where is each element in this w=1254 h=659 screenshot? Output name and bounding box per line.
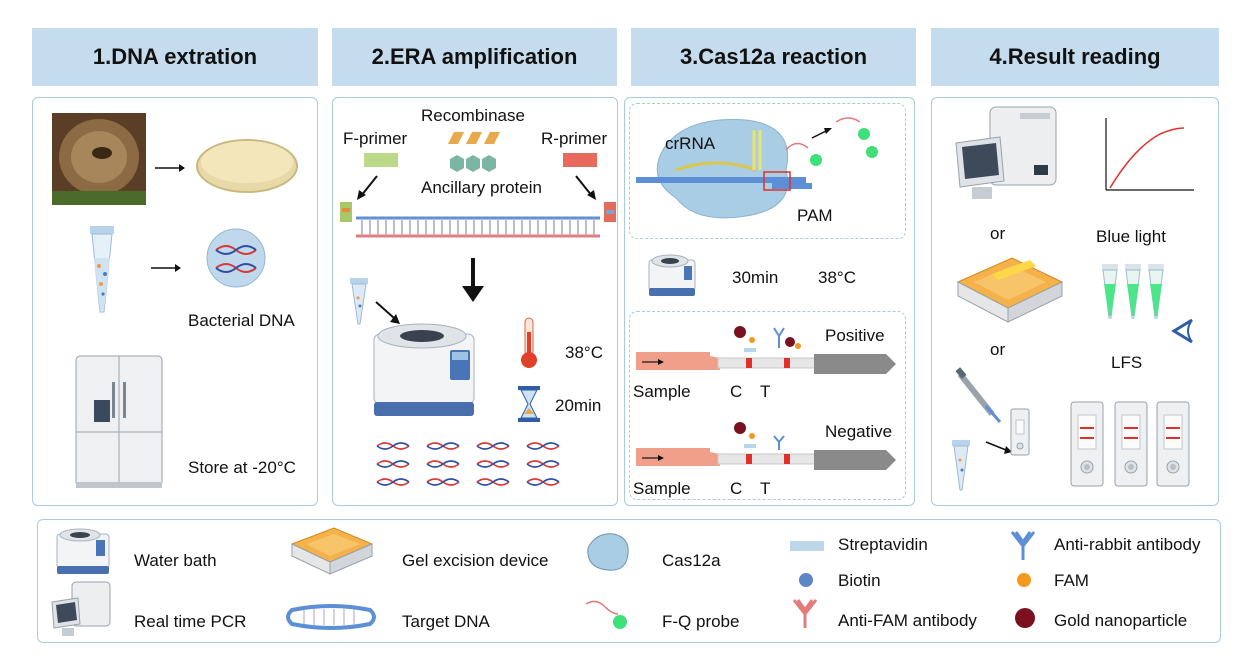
legend-target-dna: Target DNA <box>402 612 490 631</box>
arrow-icon <box>375 301 400 324</box>
legend-fq-probe: F-Q probe <box>662 612 740 631</box>
header-result-reading: 4.Result reading <box>931 28 1219 86</box>
cas-temp-label: 38°C <box>818 268 856 287</box>
negative-strip <box>636 422 896 470</box>
amplification-curve-chart <box>1105 118 1194 191</box>
bacterial-dna-label: Bacterial DNA <box>188 311 295 330</box>
amplified-dna-icon <box>376 442 560 486</box>
wood-sample-image <box>52 113 146 205</box>
arrow-icon <box>357 175 378 200</box>
cas-time-label: 30min <box>732 268 779 287</box>
negative-t-label: T <box>760 479 771 498</box>
positive-sample-label: Sample <box>633 382 691 401</box>
gold-nanoparticle-legend-icon <box>1015 608 1035 628</box>
small-lfs-cassette-icon <box>1010 408 1030 456</box>
target-dna-legend-icon <box>286 604 376 630</box>
real-time-pcr-legend-icon <box>51 581 111 636</box>
legend-streptavidin: Streptavidin <box>838 535 928 554</box>
legend-rt-pcr: Real time PCR <box>134 612 247 631</box>
header-era-amplification: 2.ERA amplification <box>332 28 617 86</box>
arrow-icon <box>155 164 185 172</box>
or-label-1: or <box>990 224 1006 243</box>
r-primer-label: R-primer <box>541 129 608 148</box>
streptavidin-legend-icon <box>790 541 824 551</box>
recombinase-icon <box>448 132 500 144</box>
anti-fam-antibody-legend-icon <box>792 599 818 628</box>
legend-water-bath: Water bath <box>134 551 217 570</box>
legend-gel-device: Gel excision device <box>402 551 549 570</box>
positive-t-label: T <box>760 382 771 401</box>
water-bath-icon <box>648 254 696 296</box>
legend-biotin: Biotin <box>838 571 881 590</box>
crrna-label: crRNA <box>665 134 716 153</box>
lfs-label: LFS <box>1111 353 1143 372</box>
tube-icon <box>952 440 970 491</box>
lfs-cassette-2 <box>1114 401 1148 487</box>
water-bath-icon <box>373 323 475 416</box>
tube-icon <box>350 278 368 325</box>
hourglass-icon <box>518 386 540 422</box>
legend-gold: Gold nanoparticle <box>1054 611 1188 630</box>
legend-fam: FAM <box>1054 571 1089 590</box>
negative-label: Negative <box>825 422 893 441</box>
tube-icon <box>90 226 114 313</box>
era-temp-label: 38°C <box>565 343 603 362</box>
f-primer-label: F-primer <box>343 129 408 148</box>
lateral-flow-box <box>629 311 906 500</box>
panel-result-reading <box>931 97 1219 506</box>
positive-label: Positive <box>825 326 885 345</box>
legend-cas12a: Cas12a <box>662 551 721 570</box>
gel-excision-device-icon <box>956 257 1064 323</box>
cas12a-complex-box <box>629 103 906 239</box>
dna-template-icon <box>340 202 616 238</box>
biotin-legend-icon <box>799 573 813 587</box>
arrow-icon <box>575 175 596 200</box>
f-primer-bar <box>364 153 398 167</box>
petri-dish-icon <box>196 139 298 193</box>
legend-anti-fam: Anti-FAM antibody <box>838 611 977 630</box>
pipette-icon <box>955 367 1002 423</box>
gel-device-legend-icon <box>290 527 374 575</box>
freezer-icon <box>75 355 163 488</box>
blue-light-label: Blue light <box>1096 227 1166 246</box>
lfs-cassette-3 <box>1156 401 1190 487</box>
store-label: Store at -20°C <box>188 458 296 477</box>
cas12a-legend-icon <box>587 533 629 571</box>
arrow-icon <box>151 264 181 272</box>
lfs-cassette-1 <box>1070 401 1104 487</box>
ancillary-protein-label: Ancillary protein <box>421 178 542 197</box>
panel-era-amplification <box>332 97 618 506</box>
ancillary-protein-icon <box>450 155 496 172</box>
eye-icon <box>1171 318 1193 344</box>
fluorescent-tubes-icon <box>1102 264 1164 319</box>
legend-anti-rabbit: Anti-rabbit antibody <box>1054 535 1201 554</box>
panel-cas12a-reaction <box>624 97 915 506</box>
down-arrow-icon <box>462 258 484 302</box>
fq-probe-legend-icon <box>585 600 627 629</box>
r-primer-bar <box>563 153 597 167</box>
fam-legend-icon <box>1017 573 1031 587</box>
negative-c-label: C <box>730 479 743 498</box>
header-dna-extraction: 1.DNA extration <box>32 28 318 86</box>
legend-box <box>37 519 1221 643</box>
bacterial-dna-icon <box>206 228 266 288</box>
negative-sample-label: Sample <box>633 479 691 498</box>
positive-strip <box>636 326 896 374</box>
water-bath-legend-icon <box>56 528 110 574</box>
header-cas12a-reaction: 3.Cas12a reaction <box>631 28 916 86</box>
or-label-2: or <box>990 340 1006 359</box>
real-time-pcr-icon <box>955 106 1057 199</box>
cas12a-complex-icon <box>636 117 878 219</box>
anti-rabbit-antibody-legend-icon <box>1010 531 1036 560</box>
positive-c-label: C <box>730 382 743 401</box>
era-time-label: 20min <box>555 396 602 415</box>
arrow-icon <box>985 441 1012 454</box>
panel-dna-extraction <box>32 97 318 506</box>
pam-label: PAM <box>797 206 833 225</box>
thermometer-icon <box>521 317 537 368</box>
recombinase-label: Recombinase <box>421 106 525 125</box>
